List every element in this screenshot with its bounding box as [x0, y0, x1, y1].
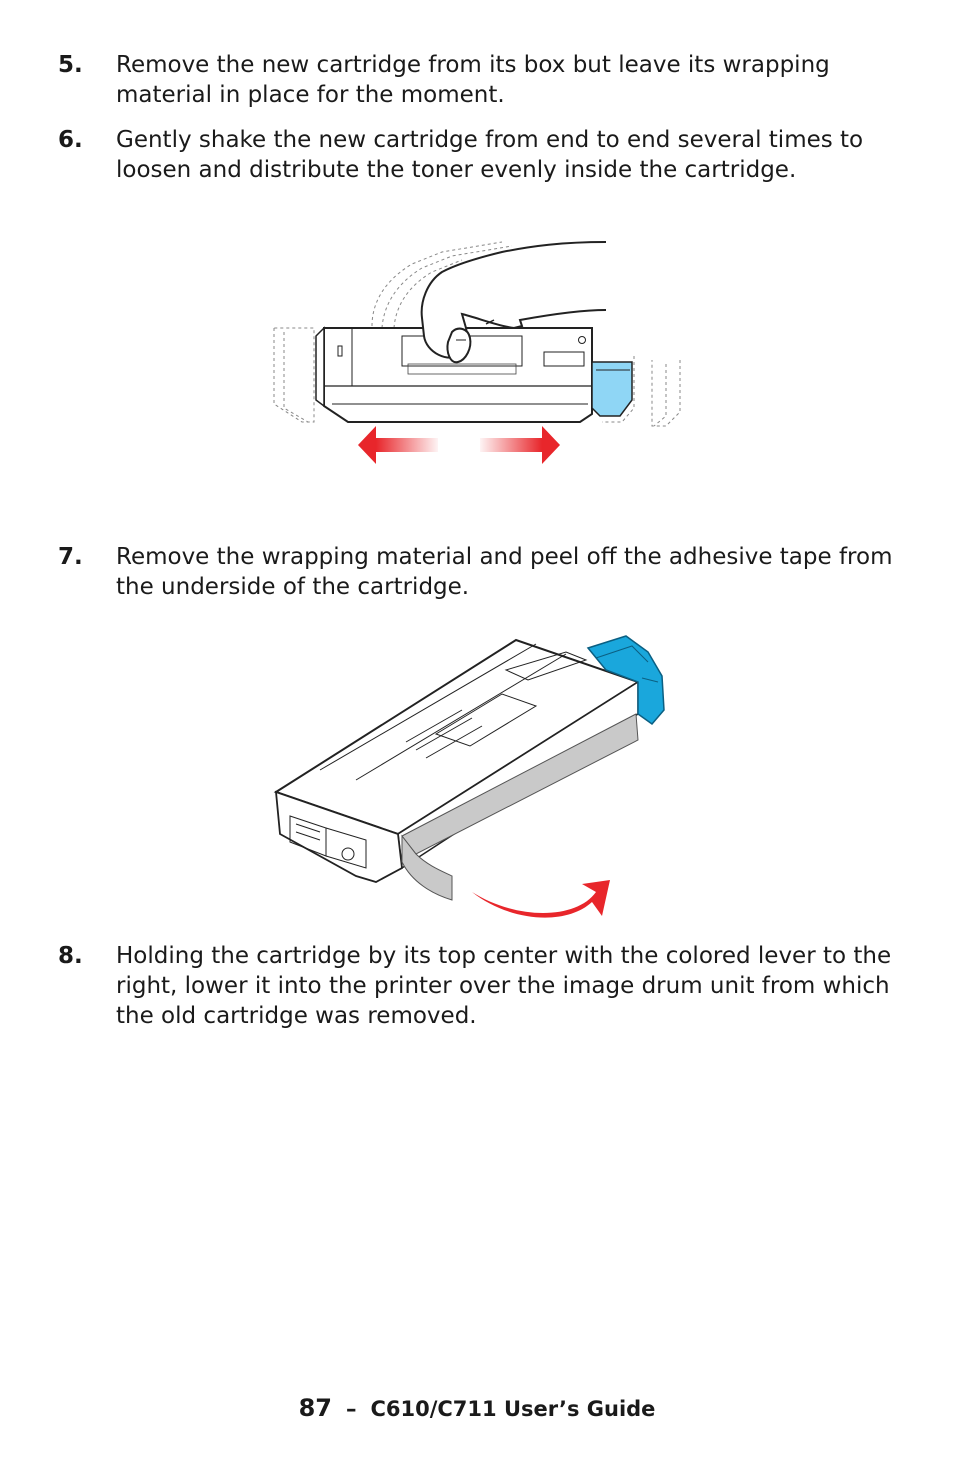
- peel-tape-illustration: [273, 635, 665, 918]
- page-number: 87: [298, 1394, 332, 1422]
- step-number: 7.: [58, 544, 83, 570]
- step-number: 5.: [58, 52, 83, 78]
- step-number: 6.: [58, 127, 83, 153]
- footer-separator: –: [345, 1397, 357, 1421]
- step-text: Remove the new cartridge from its box bu…: [116, 52, 830, 108]
- toner-cartridge-illustration: [315, 326, 633, 423]
- curved-arrow-icon: [472, 880, 610, 918]
- step-number: 8.: [58, 943, 83, 969]
- guide-title: C610/C711 User’s Guide: [370, 1397, 656, 1421]
- toner-cartridge-illustration: [273, 635, 665, 901]
- step-text: Gently shake the new cartridge from end …: [116, 127, 864, 183]
- shake-cartridge-illustration: [273, 241, 681, 464]
- double-arrow-icon: [358, 426, 560, 464]
- page-footer: 87–C610/C711 User’s Guide: [0, 1392, 954, 1425]
- step-text: Holding the cartridge by its top center …: [116, 943, 892, 1029]
- hand-illustration: [420, 241, 607, 364]
- step-text: Remove the wrapping material and peel of…: [116, 544, 893, 600]
